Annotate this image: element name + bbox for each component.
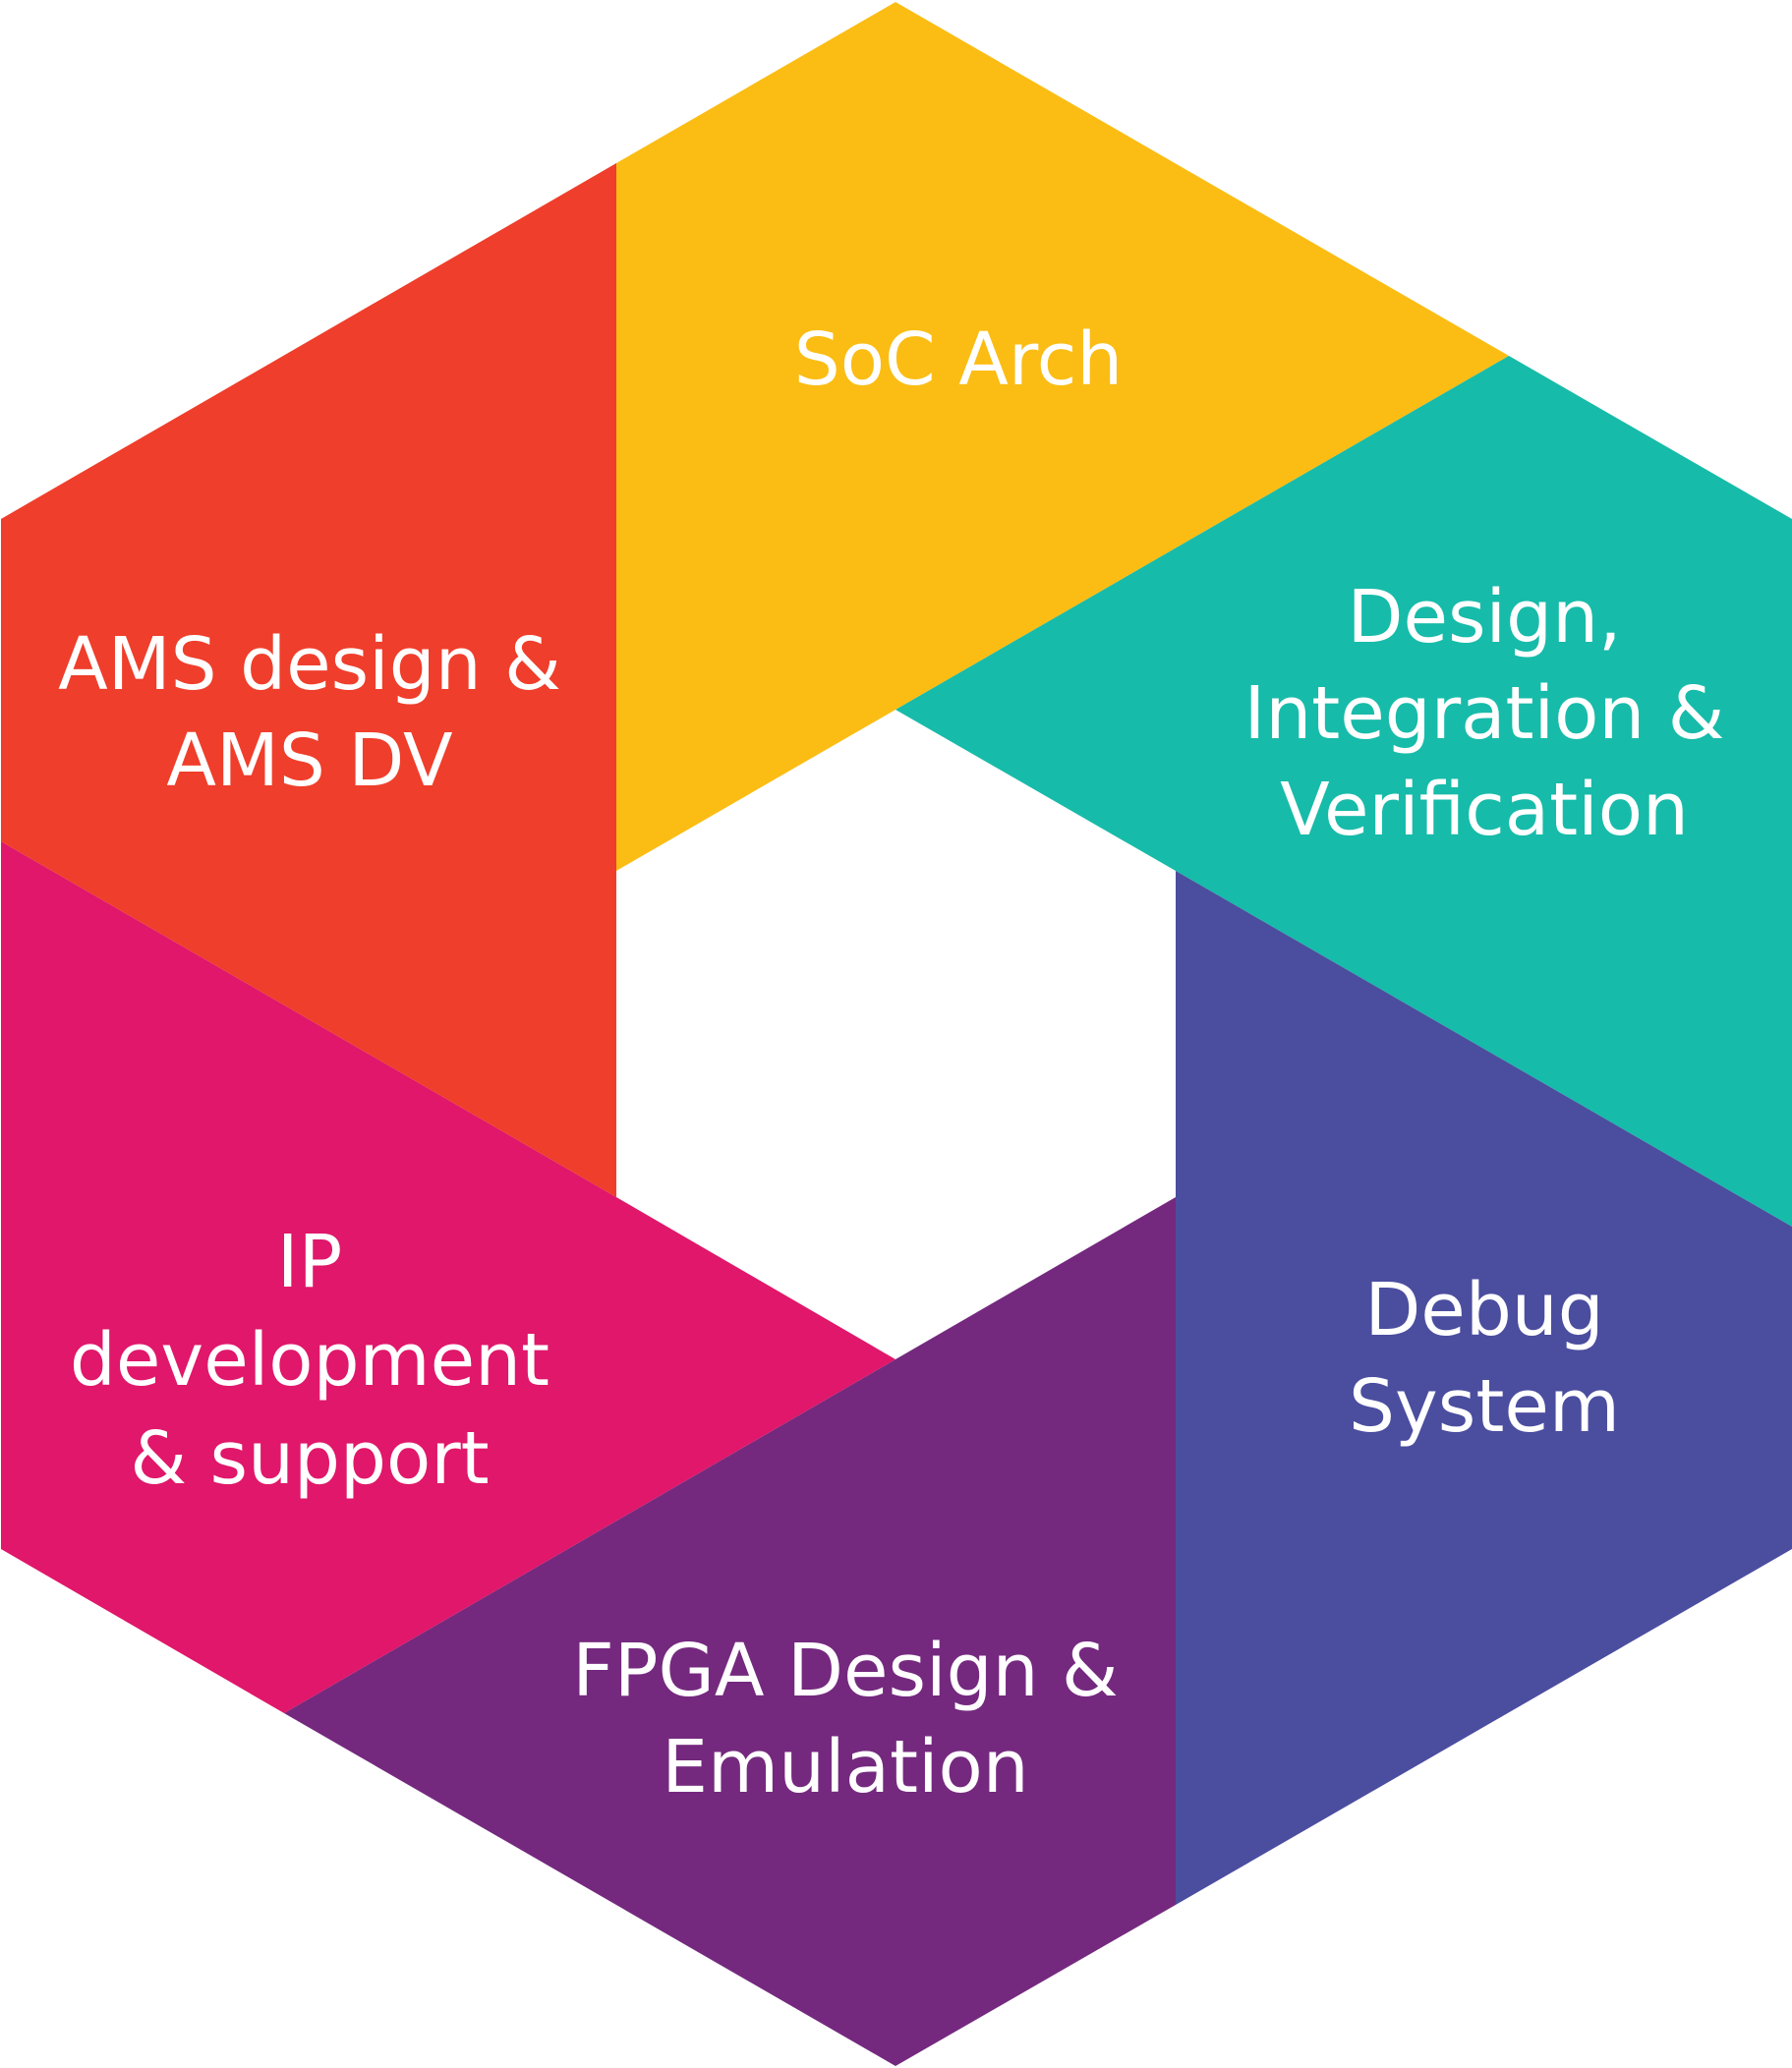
segment-label-line: Integration & [1244, 671, 1725, 756]
segment-label-ams-design-dv: AMS design & AMS DV [58, 622, 561, 803]
segment-label-soc-arch: SoC Arch [794, 317, 1123, 402]
segment-ip-development-support [1, 841, 896, 1713]
segment-label-line: Emulation [662, 1725, 1028, 1810]
segment-fpga-design-emulation [284, 1197, 1176, 2066]
segment-label-line: development [70, 1318, 549, 1403]
segment-label-design-integration-verification: Design, Integration & Verification [1244, 575, 1725, 852]
segment-label-line: System [1349, 1364, 1620, 1449]
segment-design-integration-verification [896, 356, 1792, 1227]
segment-label-line: Design, [1347, 575, 1621, 660]
segment-soc-arch [616, 2, 1509, 871]
segment-label-fpga-design-emulation: FPGA Design & Emulation [572, 1629, 1118, 1810]
segment-label-ip-development-support: IP development & support [70, 1220, 549, 1501]
segment-label-line: & support [130, 1416, 489, 1501]
segment-debug-system [1176, 871, 1792, 1905]
segment-label-line: SoC Arch [794, 317, 1123, 402]
segment-label-line: AMS design & [58, 622, 561, 707]
segment-label-line: AMS DV [166, 718, 453, 803]
segment-ams-design-dv [1, 163, 616, 1197]
segment-label-line: IP [277, 1220, 342, 1304]
segment-label-line: Verification [1280, 768, 1689, 852]
segment-label-line: Debug [1364, 1268, 1603, 1352]
segment-label-line: FPGA Design & [572, 1629, 1118, 1713]
